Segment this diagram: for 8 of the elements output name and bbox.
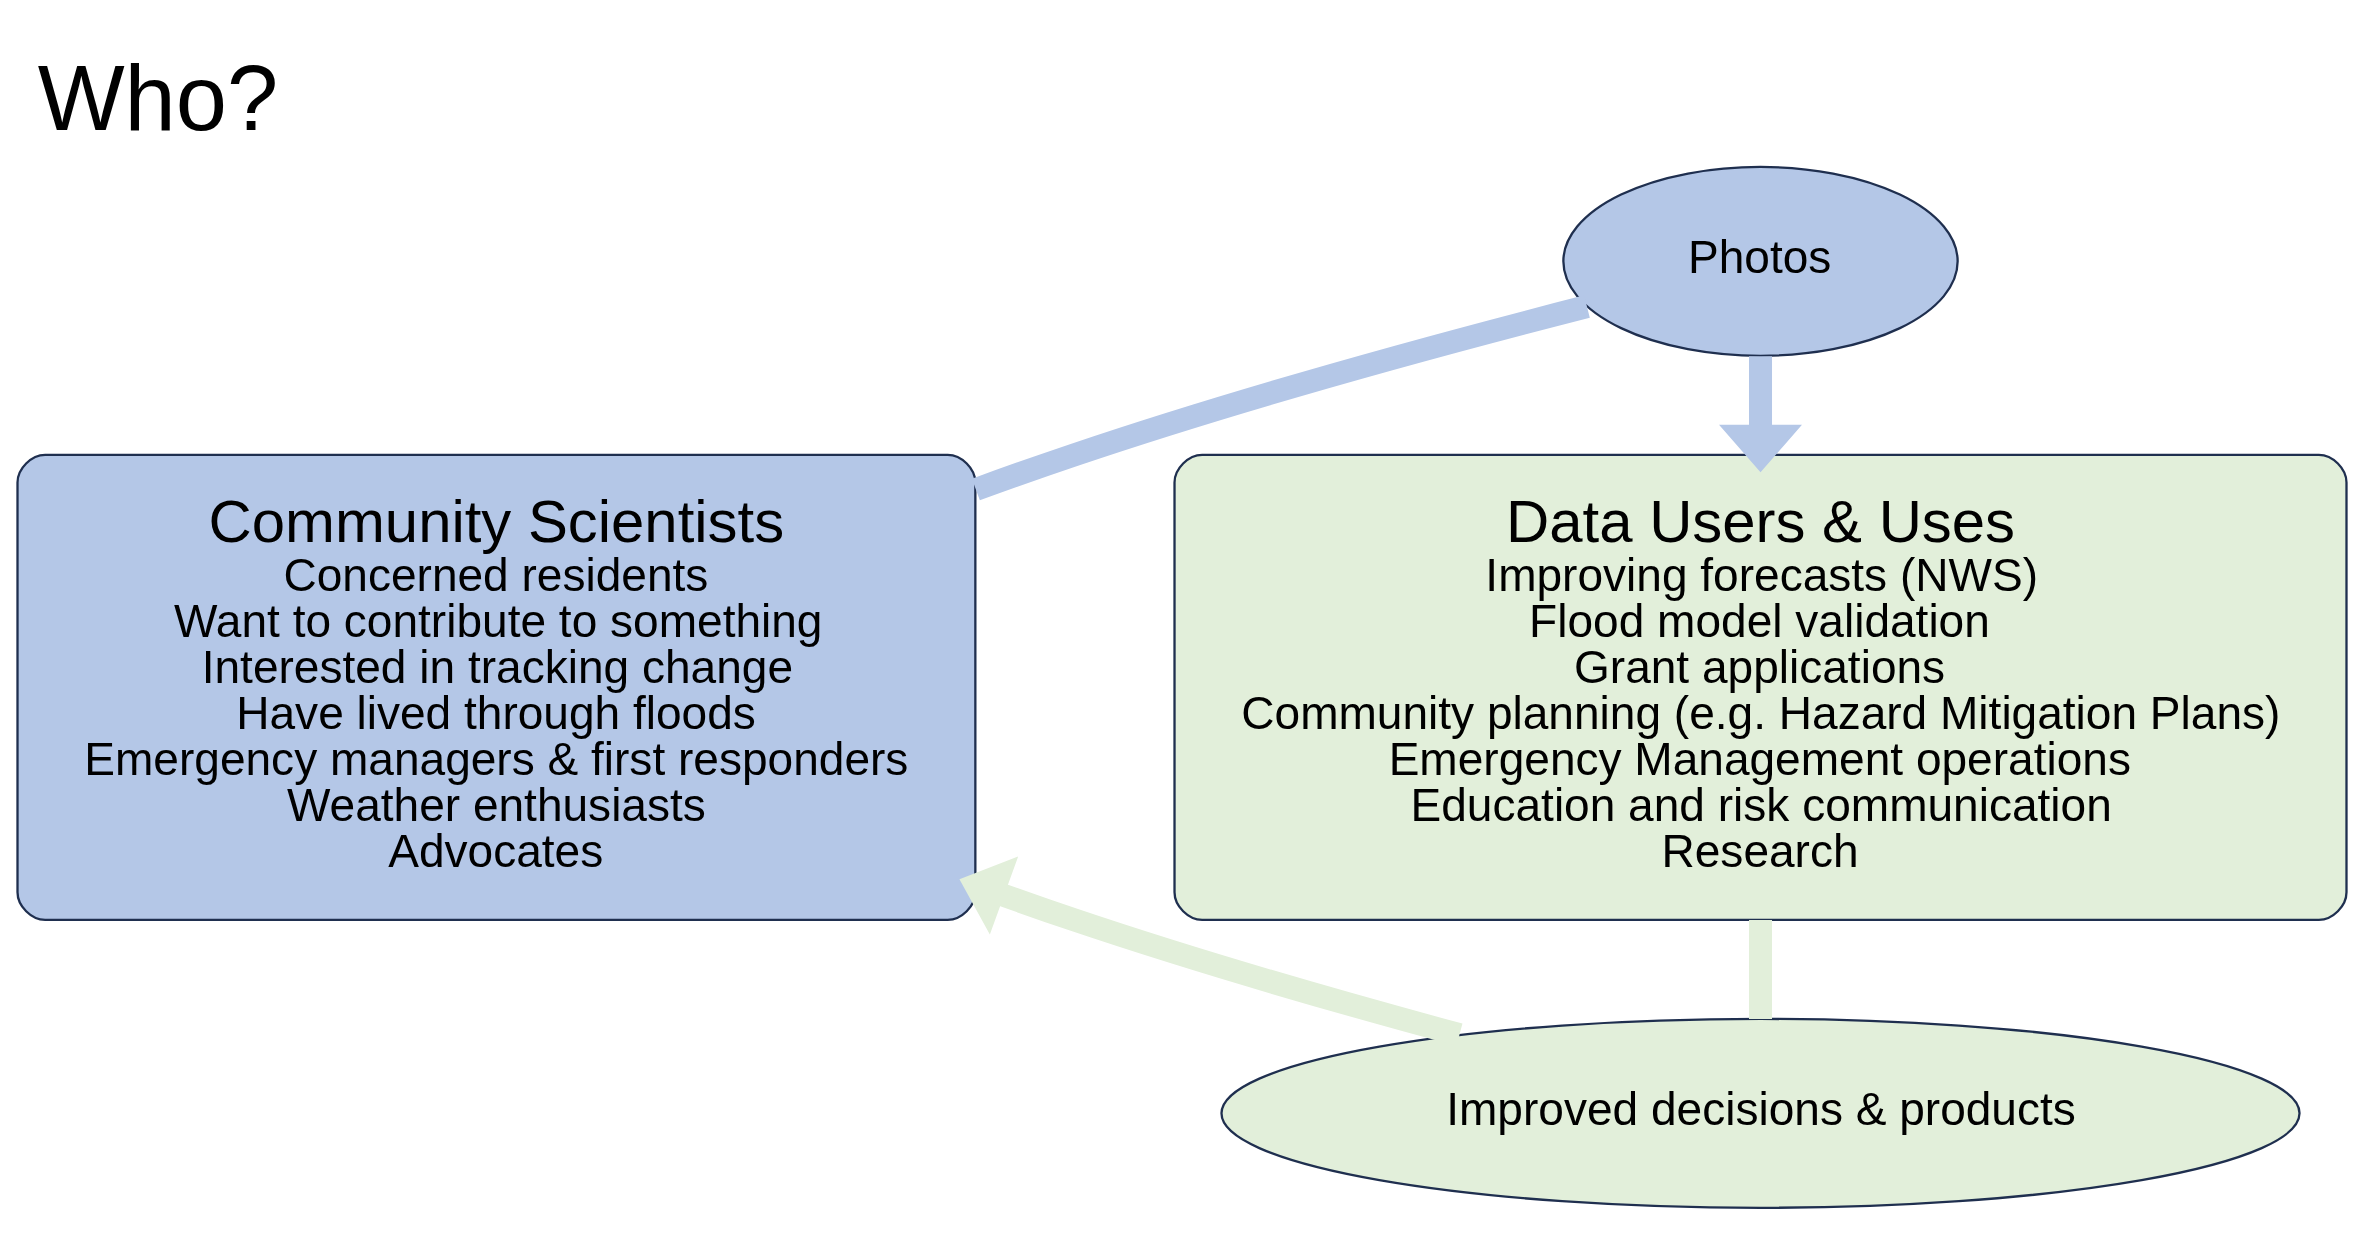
arrow <box>1719 355 1802 472</box>
node-ellipse: Improved decisions & products <box>1220 1017 2301 1209</box>
node-box: Data Users & Uses Improving forecasts (NWS) Flood model validation Grant applications Community planning (e.g. Hazard Mitigation Plans) Emergency Management operations Education and risk communication Research <box>1173 453 2348 921</box>
node-box: Community Scientists Concerned residents Want to contribute to something Interested in tracking change Have lived through floods Emergency managers & first responders Weather enthusiasts Advocates <box>16 453 977 921</box>
connector <box>971 294 1590 500</box>
node-ellipse: Photos <box>1562 165 1959 357</box>
connector <box>1749 919 1773 1019</box>
diagram-title: Who? <box>37 46 279 150</box>
